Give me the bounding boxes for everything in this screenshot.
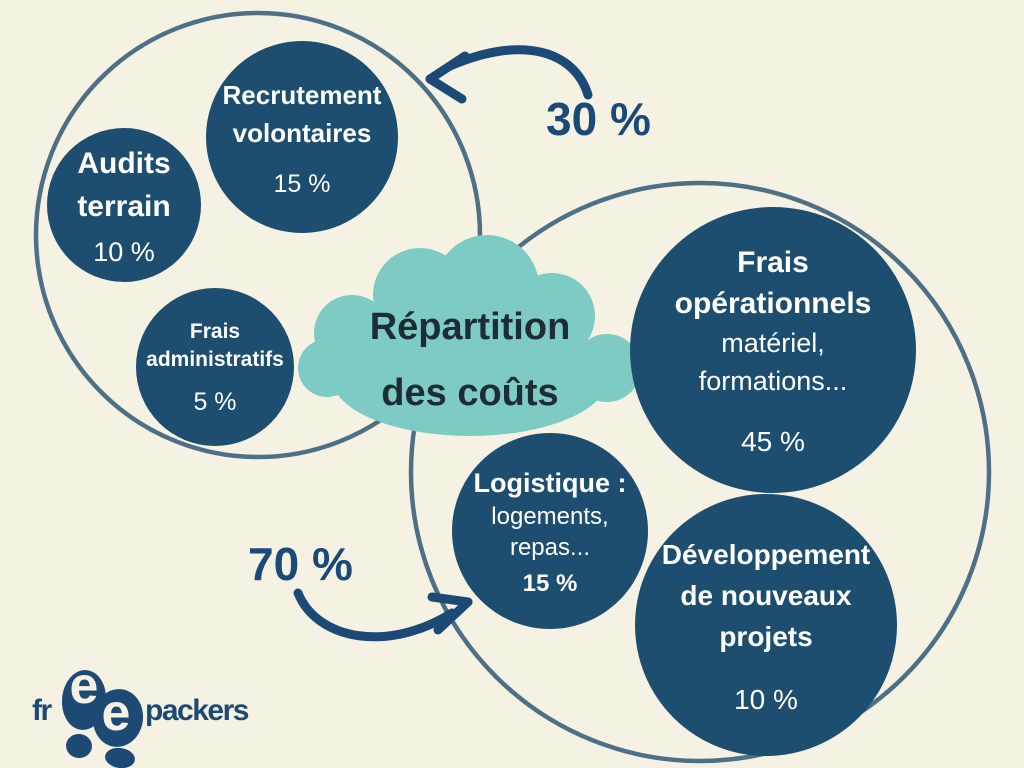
- bubble-audits-terrain: Audits terrain 10 %: [47, 128, 201, 282]
- bubble-title-line: projets: [719, 621, 813, 652]
- bubble-subtitle-line: matériel,: [721, 328, 825, 358]
- arrow-to-right-group-icon: [293, 588, 473, 642]
- bubble-percentage: 10 %: [93, 237, 155, 267]
- logo-text-fr: fr: [32, 694, 52, 727]
- bubble-developpement-nouveaux-projets: Développement de nouveaux projets 10 %: [635, 494, 897, 756]
- logo-letter-e-bottom: e: [102, 684, 131, 742]
- bubble-title-line: Audits: [77, 147, 171, 180]
- bubble-title-line: Développement: [661, 539, 871, 570]
- bubble-percentage: 10 %: [734, 684, 798, 715]
- right-group-outline-circle: [408, 180, 992, 764]
- logo-text-packers: packers: [145, 694, 249, 727]
- bubble-title-line: de nouveaux: [680, 580, 852, 611]
- left-group-outline-circle: [33, 10, 483, 460]
- bubble-title: Frais opérationnels: [675, 242, 872, 324]
- bubble-title-line: opérationnels: [674, 287, 872, 320]
- bubble-recrutement-volontaires: Recrutement volontaires 15 %: [206, 41, 398, 233]
- bubble-percentage: 45 %: [741, 426, 805, 457]
- bubble-title: Frais administratifs: [146, 318, 284, 374]
- bubble-title-line: Recrutement: [222, 79, 382, 110]
- bubble-title-line: Frais: [737, 246, 809, 279]
- bubble-frais-administratifs: Frais administratifs 5 %: [136, 288, 294, 446]
- bubble-percentage: 15 %: [273, 169, 331, 198]
- bubble-subtitle: matériel, formations...: [699, 324, 848, 400]
- bubble-frais-operationnels: Frais opérationnels matériel, formations…: [630, 207, 916, 493]
- arrow-to-left-group-icon: [425, 45, 593, 104]
- right-group-share-label: 70 %: [248, 538, 353, 590]
- bubble-subtitle-line: formations...: [698, 366, 848, 396]
- page-title-line: Répartition: [369, 306, 571, 348]
- bubble-percentage: 5 %: [193, 387, 237, 416]
- bubble-title-line: administratifs: [146, 347, 284, 371]
- bubble-title: Développement de nouveaux projets: [662, 534, 871, 657]
- bubble-title: Recrutement volontaires: [223, 76, 382, 152]
- freepackers-logo: fr e e packers: [32, 657, 250, 768]
- bubble-title-line: Frais: [189, 319, 241, 343]
- left-group-share-label: 30 %: [546, 93, 651, 145]
- bubble-subtitle-line: logements,: [491, 502, 609, 530]
- bubble-title: Audits terrain: [77, 142, 170, 228]
- bubble-subtitle-line: repas...: [509, 533, 591, 561]
- footprint-bottom-icon: [92, 689, 144, 768]
- page-title: Répartition des coûts: [320, 294, 620, 426]
- bubble-title-line: volontaires: [232, 117, 372, 148]
- cloud-icon: [298, 235, 641, 436]
- logo-letter-e-top: e: [70, 657, 99, 715]
- bubble-logistique: Logistique : logements, repas... 15 %: [452, 433, 648, 629]
- page-title-line: des coûts: [381, 372, 559, 414]
- bubble-subtitle: logements, repas...: [491, 501, 608, 563]
- bubble-percentage: 15 %: [522, 569, 578, 597]
- bubble-title: Logistique :: [474, 465, 627, 501]
- bubble-title-line: Logistique :: [473, 467, 627, 498]
- bubble-title-line: terrain: [77, 190, 171, 223]
